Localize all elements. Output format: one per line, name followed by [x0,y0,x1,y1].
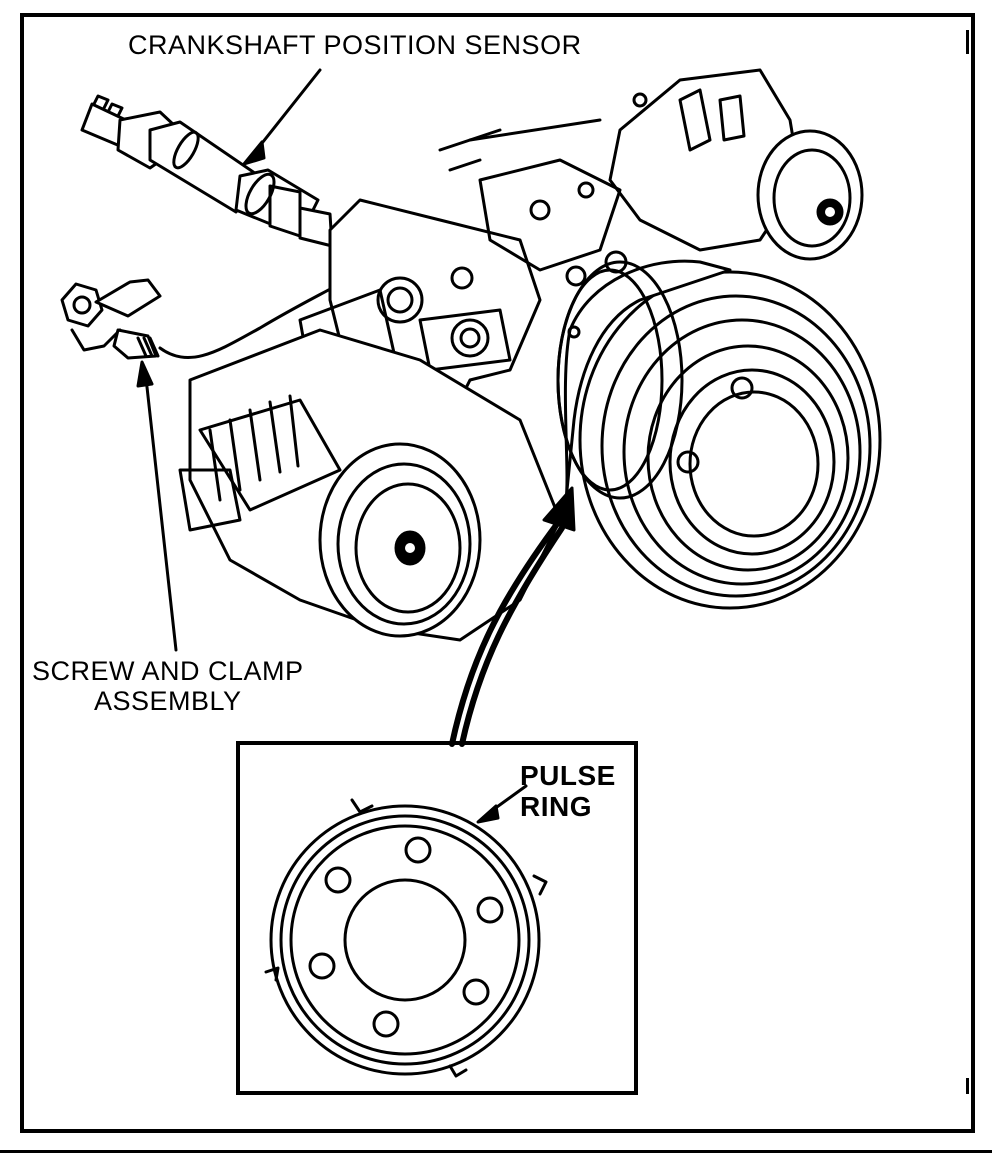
pulse-ring-label-line1: PULSE [520,760,616,791]
small-pulley [318,442,482,638]
pulse-ring-detail [264,798,548,1078]
scan-edge-mark [966,30,969,54]
scan-edge-mark [966,1078,969,1094]
scan-edge-line [0,1150,992,1153]
pulse-ring-label: PULSE RING [520,760,616,823]
crankshaft-sensor-label: CRANKSHAFT POSITION SENSOR [128,30,582,60]
water-pump [438,68,864,287]
screw-clamp-label: SCREW AND CLAMP ASSEMBLY [32,656,304,716]
screw-and-clamp-assembly [60,276,352,360]
pulse-ring-label-line2: RING [520,791,592,823]
figure-frame [20,13,975,1133]
pulse-ring-inset [236,741,638,1095]
crankshaft-position-sensor [80,94,334,248]
screw-clamp-label-line1: SCREW AND CLAMP [32,656,304,686]
screw-clamp-label-line2: ASSEMBLY [93,686,242,717]
crankshaft-pulley [556,259,882,610]
